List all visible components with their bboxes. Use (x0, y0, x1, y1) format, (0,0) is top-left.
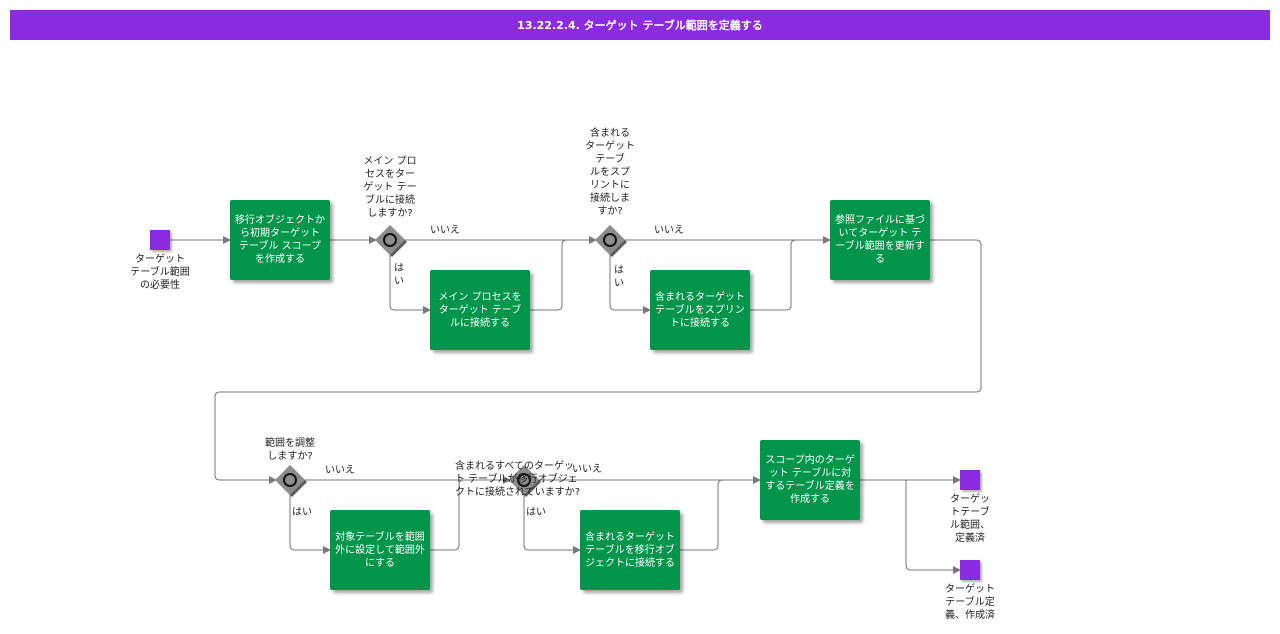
flow-t3-merge (750, 239, 797, 311)
task-create-table-definition[interactable]: スコープ内のターゲット テーブルに対するテーブル定義を作成する (760, 440, 860, 520)
gateway-g3 (275, 465, 307, 497)
flow-t5-merge (430, 479, 465, 551)
task-connect-migration-object[interactable]: 含まれるターゲット テーブルを移行オブジェクトに接続する (580, 510, 680, 590)
start-event (150, 230, 170, 250)
gateway-g4-label: 含まれるすべてのターゲッ ト テーブルが移行オブジェ クトに接続されていますか? (455, 461, 581, 498)
end-event-created (960, 560, 980, 580)
flow-label-g1-no: いいえ (430, 225, 460, 236)
flow-t2-merge (530, 239, 568, 311)
flow-label-g2-yes: は い (614, 265, 624, 289)
end-event-defined (960, 470, 980, 490)
flow-g3-yes (289, 494, 331, 554)
task-update-scope[interactable]: 参照ファイルに基づいてターゲット テーブル範囲を更新する (830, 200, 930, 280)
start-event-label: ターゲット テーブル範囲 の必要性 (130, 254, 190, 291)
flow-label-g4-yes: はい (526, 507, 546, 518)
gateway-g3-label: 範囲を調整 しますか? (265, 438, 315, 462)
task-set-out-of-scope[interactable]: 対象テーブルを範囲外に設定して範囲外にする (330, 510, 430, 590)
gateway-g1 (375, 225, 407, 257)
flow-label-g3-yes: はい (292, 507, 312, 518)
flow-t7-end2 (905, 480, 961, 574)
gateway-g2-label: 含まれる ターゲット テーブ ルをスプ リントに 接続しま すか? (585, 128, 635, 217)
flow-label-g1-yes: は い (394, 263, 404, 287)
gateway-g1-label: メイン プロ セスをター ゲット テー ブルに接続 しますか? (363, 156, 417, 219)
flow-label-g4-no: いいえ (572, 464, 602, 475)
flow-g4-yes (523, 494, 581, 554)
flow-t4-g3 (214, 239, 982, 484)
task-connect-main-process[interactable]: メイン プロセスをターゲット テーブルに接続する (430, 270, 530, 350)
flow-label-g2-no: いいえ (654, 225, 684, 236)
flow-g1-yes (389, 254, 431, 314)
end-event-created-label: ターゲット テーブル定 義、作成済 (945, 584, 995, 621)
flow-t6-merge (680, 479, 724, 551)
task-create-initial-scope[interactable]: 移行オブジェクトから初期ターゲット テーブル スコープを作成する (230, 200, 330, 280)
diagram-title: 13.22.2.4. ターゲット テーブル範囲を定義する (10, 10, 1270, 40)
gateway-g4 (509, 465, 541, 497)
flow-g2-yes (609, 254, 651, 314)
flow-label-g3-no: いいえ (325, 465, 355, 476)
task-connect-sprint[interactable]: 含まれるターゲット テーブルをスプリントに接続する (650, 270, 750, 350)
gateway-g2 (595, 225, 627, 257)
end-event-defined-label: ターゲッ トテーブ ル範囲、 定義済 (950, 494, 990, 544)
